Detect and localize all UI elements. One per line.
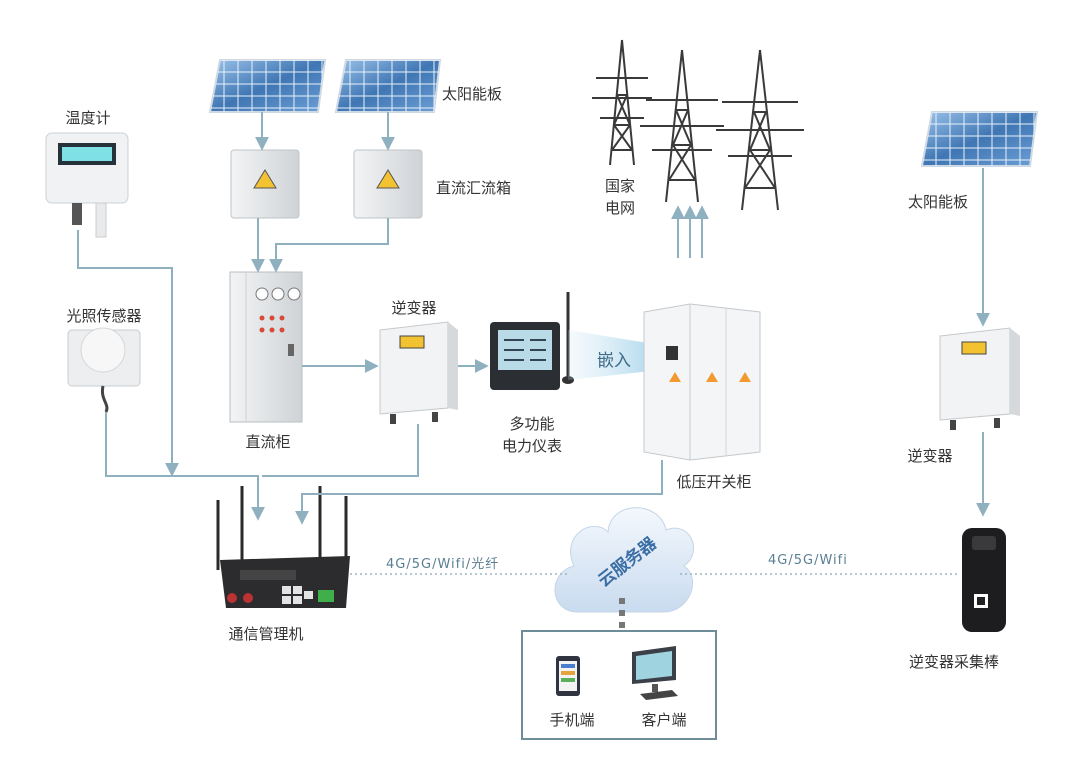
collector-label: 逆变器采集棒 xyxy=(908,653,1000,671)
grid-feed-arrows xyxy=(671,205,709,258)
thermometer-icon xyxy=(45,132,129,238)
solar-panel-1-icon xyxy=(208,59,327,113)
light-sensor-icon xyxy=(67,327,141,413)
inverter-right-icon xyxy=(939,327,1020,430)
light-sensor-label: 光照传感器 xyxy=(66,307,142,325)
combiner-box-1-icon xyxy=(230,149,300,219)
dc-cabinet-label: 直流柜 xyxy=(245,433,291,451)
router-icon xyxy=(216,486,350,608)
switchgear-label: 低压开关柜 xyxy=(676,473,752,491)
router-label: 通信管理机 xyxy=(228,625,304,643)
collector-stick-icon xyxy=(962,528,1006,632)
embed-label: 嵌入 xyxy=(597,351,631,371)
network-left-label: 4G/5G/Wifi/光纤 xyxy=(386,557,500,572)
client-label: 客户端 xyxy=(641,711,687,729)
meter-label-line1: 多功能 xyxy=(509,415,555,433)
dc-cabinet-icon xyxy=(229,271,303,423)
meter-label-line2: 电力仪表 xyxy=(501,437,563,455)
power-tower-icon xyxy=(592,39,804,211)
client-box xyxy=(521,630,717,740)
network-right-label: 4G/5G/Wifi xyxy=(768,553,848,568)
switchgear-icon xyxy=(643,303,761,461)
grid-label-line2: 电网 xyxy=(604,199,636,217)
desktop-client-icon xyxy=(632,646,678,700)
solar-panel-right-icon xyxy=(920,111,1039,167)
thermometer-label: 温度计 xyxy=(65,109,111,127)
connection-lines xyxy=(77,112,990,525)
embed-beam xyxy=(568,330,660,380)
grid-label-line1: 国家 xyxy=(604,177,636,195)
combiner-box-label: 直流汇流箱 xyxy=(436,179,512,197)
solar-panel-right-label: 太阳能板 xyxy=(907,193,969,211)
inverter-right-label: 逆变器 xyxy=(907,447,953,465)
inverter-left-label: 逆变器 xyxy=(391,299,437,317)
power-meter-icon xyxy=(490,292,574,390)
solar-panel-left-label: 太阳能板 xyxy=(442,85,503,103)
cloud-dots xyxy=(619,598,625,628)
solar-panel-2-icon xyxy=(334,59,442,113)
mobile-phone-icon xyxy=(556,656,580,696)
combiner-box-2-icon xyxy=(353,149,423,219)
mobile-label: 手机端 xyxy=(549,711,595,729)
inverter-left-icon xyxy=(379,321,458,424)
